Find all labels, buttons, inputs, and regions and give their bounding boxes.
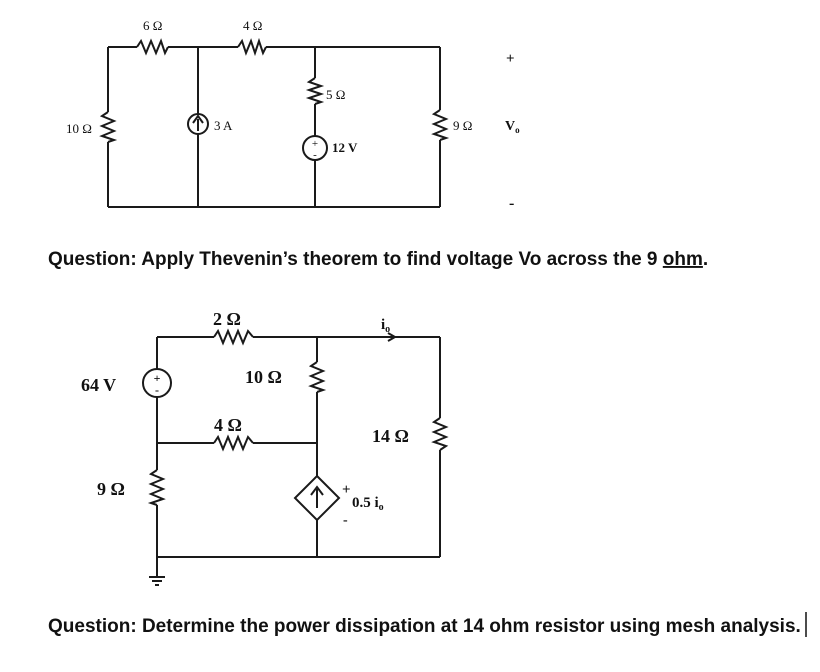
c2-dep-minus: - — [343, 513, 348, 528]
c2-dep-plus: + — [342, 482, 351, 498]
c1-resistor-9 — [431, 109, 450, 141]
question-2: Question: Determine the power dissipatio… — [48, 616, 801, 637]
c2-io-arrow-icon — [379, 332, 398, 342]
c1-vs-minus: - — [313, 149, 317, 161]
c1-vo-label: Vo — [505, 119, 520, 135]
c2-voltage-source-64v — [142, 368, 172, 398]
c2-label-io: io — [381, 317, 390, 335]
circuit-2: + - + - 2 Ω 10 Ω 4 Ω 9 Ω 14 Ω 64 V 0.5 i… — [81, 309, 449, 586]
c1-resistor-10 — [99, 111, 118, 143]
c2-label-14ohm: 14 Ω — [372, 426, 409, 446]
c1-label-5ohm: 5 Ω — [326, 87, 345, 102]
c2-resistor-14 — [431, 417, 449, 451]
c2-dep-arrow-up-icon — [310, 485, 324, 508]
ground-icon — [149, 576, 165, 586]
c2-label-2ohm: 2 Ω — [213, 309, 241, 329]
c1-label-3a: 3 A — [214, 118, 233, 133]
c2-label-64v: 64 V — [81, 375, 116, 395]
c1-vo-minus: - — [509, 195, 514, 212]
c1-resistor-6 — [136, 38, 169, 56]
c1-resistor-5 — [305, 77, 325, 105]
question-1: Question: Apply Thevenin’s theorem to fi… — [48, 249, 708, 270]
c2-label-4ohm: 4 Ω — [214, 415, 242, 435]
c2-label-dep-source: 0.5 io — [352, 495, 384, 513]
c2-resistor-10 — [308, 361, 327, 393]
circuit-1: + - 6 Ω 4 Ω 10 Ω 5 Ω 9 Ω 3 A 12 V + Vo - — [66, 18, 520, 212]
c1-label-6ohm: 6 Ω — [143, 18, 162, 33]
c2-vs-plus: + — [154, 371, 161, 385]
c2-resistor-2 — [213, 328, 254, 346]
c1-resistor-4 — [237, 37, 267, 57]
c1-voltage-source-12v — [302, 135, 328, 161]
c2-resistor-4 — [213, 434, 254, 452]
ohm-word: ohm — [663, 249, 703, 270]
c1-vo-plus: + — [506, 51, 515, 67]
c1-label-4ohm: 4 Ω — [243, 18, 262, 33]
c2-resistor-9 — [147, 469, 166, 506]
c1-label-10ohm: 10 Ω — [66, 121, 92, 136]
c1-arrow-up-icon — [192, 114, 204, 131]
c1-vs-plus: + — [312, 138, 318, 150]
c2-vs-minus: - — [155, 383, 159, 397]
c2-label-10ohm: 10 Ω — [245, 367, 282, 387]
c1-label-9ohm: 9 Ω — [453, 118, 472, 133]
c2-label-9ohm: 9 Ω — [97, 479, 125, 499]
c1-label-12v: 12 V — [332, 140, 358, 155]
